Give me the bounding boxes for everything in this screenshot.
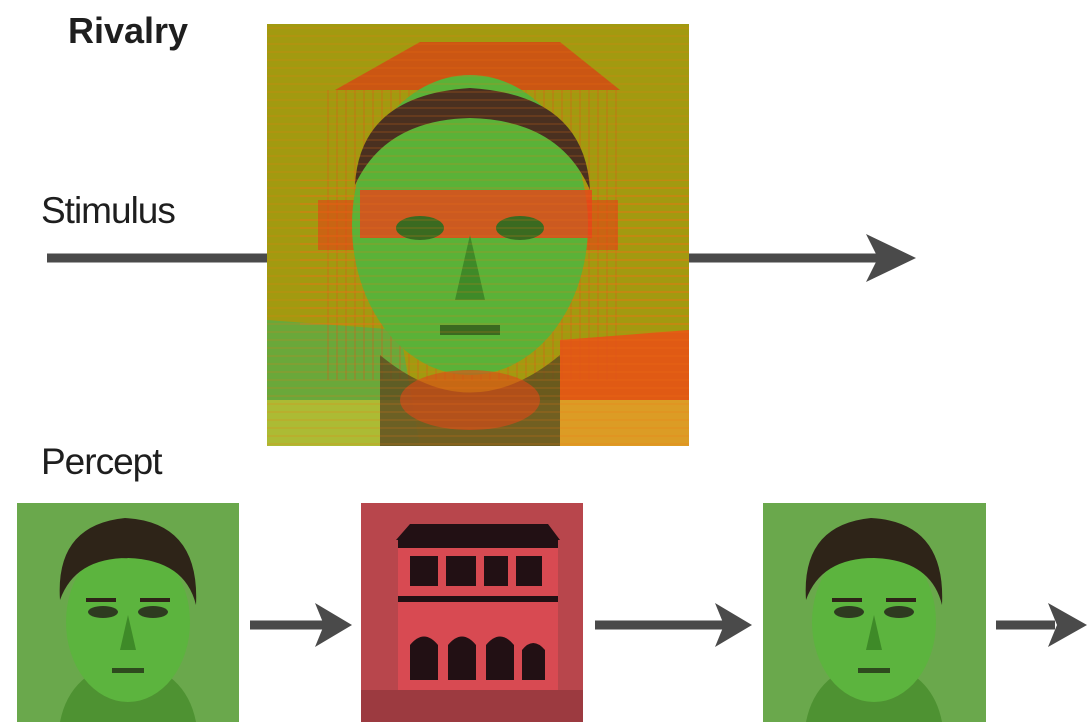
stimulus-arrow (47, 234, 916, 282)
percept-face-image (17, 503, 239, 722)
stimulus-rivalry-image (267, 24, 689, 446)
diagram-title: Rivalry (68, 10, 189, 51)
stimulus-label: Stimulus (41, 190, 176, 231)
percept-arrow-2 (595, 603, 752, 647)
percept-arrow-1 (250, 603, 352, 647)
percept-arrow-3 (996, 603, 1087, 647)
percept-face-image (763, 503, 986, 722)
percept-label: Percept (41, 441, 163, 482)
percept-house-image (361, 503, 583, 722)
